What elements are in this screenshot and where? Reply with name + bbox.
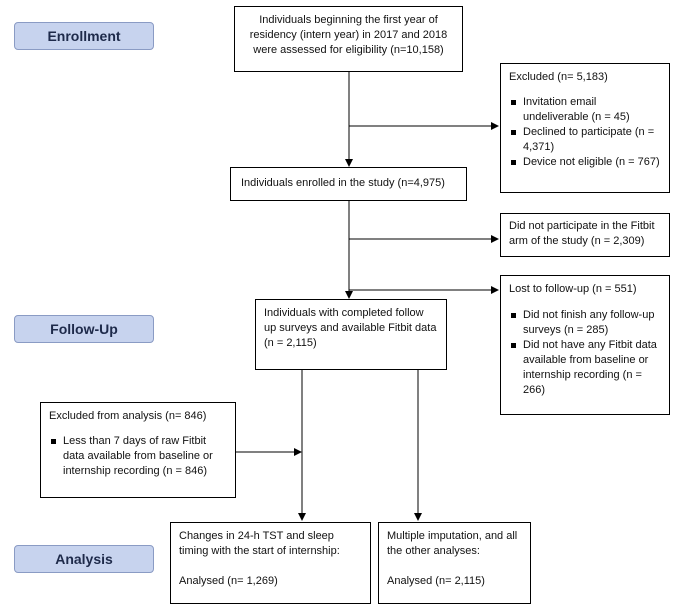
analysis-tst-result: Analysed (n= 1,269) bbox=[179, 575, 278, 587]
assessed-box: Individuals beginning the first year of … bbox=[234, 6, 463, 72]
analysis-mi-desc: Multiple imputation, and all the other a… bbox=[387, 530, 518, 557]
completed-box: Individuals with completed follow up sur… bbox=[255, 299, 447, 370]
phase-follow-up: Follow-Up bbox=[14, 315, 154, 343]
phase-analysis: Analysis bbox=[14, 545, 154, 573]
enrolled-box: Individuals enrolled in the study (n=4,9… bbox=[230, 167, 467, 201]
no-fitbit-text: Did not participate in the Fitbit arm of… bbox=[509, 220, 655, 247]
excluded-title: Excluded (n= 5,183) bbox=[509, 71, 608, 83]
phase-enrollment-label: Enrollment bbox=[47, 28, 121, 44]
excluded-analysis-list: Less than 7 days of raw Fitbit data avai… bbox=[49, 434, 227, 479]
phase-analysis-label: Analysis bbox=[55, 551, 113, 567]
excluded-list: Invitation email undeliverable (n = 45) … bbox=[509, 95, 661, 170]
excluded-box: Excluded (n= 5,183) Invitation email und… bbox=[500, 63, 670, 193]
list-item: Invitation email undeliverable (n = 45) bbox=[509, 95, 661, 125]
list-item: Did not have any Fitbit data available f… bbox=[509, 338, 661, 398]
lost-box: Lost to follow-up (n = 551) Did not fini… bbox=[500, 275, 670, 415]
list-item: Did not finish any follow-up surveys (n … bbox=[509, 308, 661, 338]
completed-text: Individuals with completed follow up sur… bbox=[264, 307, 437, 349]
excluded-analysis-title: Excluded from analysis (n= 846) bbox=[49, 410, 207, 422]
phase-enrollment: Enrollment bbox=[14, 22, 154, 50]
list-item: Less than 7 days of raw Fitbit data avai… bbox=[49, 434, 227, 479]
list-item: Declined to participate (n = 4,371) bbox=[509, 125, 661, 155]
list-item: Device not eligible (n = 767) bbox=[509, 155, 661, 170]
enrolled-text: Individuals enrolled in the study (n=4,9… bbox=[241, 177, 445, 189]
lost-list: Did not finish any follow-up surveys (n … bbox=[509, 308, 661, 398]
phase-follow-up-label: Follow-Up bbox=[50, 321, 118, 337]
excluded-analysis-box: Excluded from analysis (n= 846) Less tha… bbox=[40, 402, 236, 498]
analysis-tst-desc: Changes in 24-h TST and sleep timing wit… bbox=[179, 530, 340, 557]
analysis-mi-box: Multiple imputation, and all the other a… bbox=[378, 522, 531, 604]
no-fitbit-box: Did not participate in the Fitbit arm of… bbox=[500, 213, 670, 257]
analysis-mi-result: Analysed (n= 2,115) bbox=[387, 575, 485, 587]
lost-title: Lost to follow-up (n = 551) bbox=[509, 283, 637, 295]
assessed-text: Individuals beginning the first year of … bbox=[249, 14, 448, 56]
analysis-tst-box: Changes in 24-h TST and sleep timing wit… bbox=[170, 522, 371, 604]
